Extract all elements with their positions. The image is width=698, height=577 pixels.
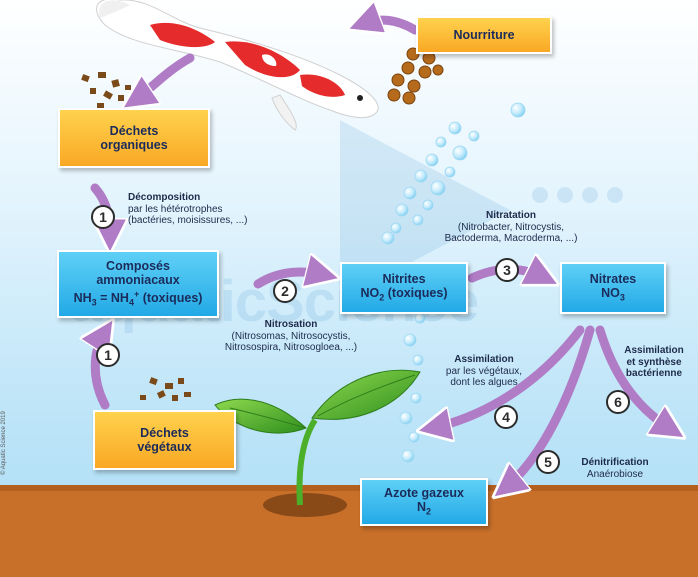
nitrogen-gas-box: Azote gazeux N2 xyxy=(360,478,488,526)
nitratation-label: Nitratation (Nitrobacter, Nitrocystis, B… xyxy=(444,210,578,244)
substrate-ground xyxy=(0,485,698,577)
koi-fish xyxy=(96,0,379,131)
step-6-bacterial-synthesis: 6 xyxy=(606,390,630,414)
organic-waste-label-line2: organiques xyxy=(100,138,168,152)
ammonia-formula: NH3 = NH4+ (toxiques) xyxy=(73,288,203,308)
plant-waste-particles xyxy=(140,377,191,401)
denitrification-label: Dénitrification Anaérobiose xyxy=(581,457,649,480)
plant xyxy=(214,369,421,517)
ammonia-compounds-box: Composés ammoniacaux NH3 = NH4+ (toxique… xyxy=(57,250,219,318)
assimilation-plants-label: Assimilation par les végétaux, dont les … xyxy=(445,354,523,388)
arrow-bacterial-synthesis xyxy=(595,325,672,430)
nitrates-formula: NO3 xyxy=(601,285,625,303)
step-3-nitratation: 3 xyxy=(495,258,519,282)
bacterial-assimilation-label: Assimilation et synthèse bactérienne xyxy=(624,345,684,379)
organic-waste-box: Déchets organiques xyxy=(58,108,210,168)
organic-waste-label-line1: Déchets xyxy=(109,124,159,138)
arrow-fish-to-waste xyxy=(135,53,195,100)
arrow-plantwaste-to-ammonia xyxy=(95,332,105,410)
step-1-plant-decomposition: 1 xyxy=(96,343,120,367)
nitrites-label: Nitrites xyxy=(382,271,426,286)
step-2-nitrosation: 2 xyxy=(273,279,297,303)
nitrosation-label: Nitrosation (Nitrosomas, Nitrosocystis, … xyxy=(224,319,358,353)
plant-waste-box: Déchets végétaux xyxy=(93,410,236,470)
nitrogen-gas-label: Azote gazeux xyxy=(384,485,464,500)
step-4-assimilation: 4 xyxy=(494,405,518,429)
food-box: Nourriture xyxy=(416,16,552,54)
arrow-food-to-fish xyxy=(362,20,420,30)
decomposition-label: Décomposition par les hétérotrophes (bac… xyxy=(128,192,248,226)
food-pellets xyxy=(387,47,444,105)
food-box-label: Nourriture xyxy=(453,28,515,42)
organic-waste-particles xyxy=(81,72,131,109)
step-5-denitrification: 5 xyxy=(536,450,560,474)
nitrites-formula: NO2 (toxiques) xyxy=(360,285,448,303)
copyright-text: © Aquatic Science 2019 xyxy=(1,411,7,475)
nitrites-box: Nitrites NO2 (toxiques) xyxy=(340,262,468,314)
nitrates-label: Nitrates xyxy=(589,271,637,286)
arrow-assimilation-plants xyxy=(432,325,585,428)
step-1-decomposition: 1 xyxy=(91,205,115,229)
arrow-ammonia-to-nitrites xyxy=(253,272,325,284)
arrow-denitrification xyxy=(505,325,595,488)
watermark-logo xyxy=(340,120,623,300)
nitrates-box: Nitrates NO3 xyxy=(560,262,666,314)
ammonia-label-line1: Composés xyxy=(106,258,170,273)
ammonia-label-line2: ammoniacaux xyxy=(96,272,180,287)
plant-waste-label-line1: Déchets xyxy=(140,426,189,440)
nitrogen-gas-formula: N2 xyxy=(416,499,432,517)
plant-waste-label-line2: végétaux xyxy=(137,440,192,454)
